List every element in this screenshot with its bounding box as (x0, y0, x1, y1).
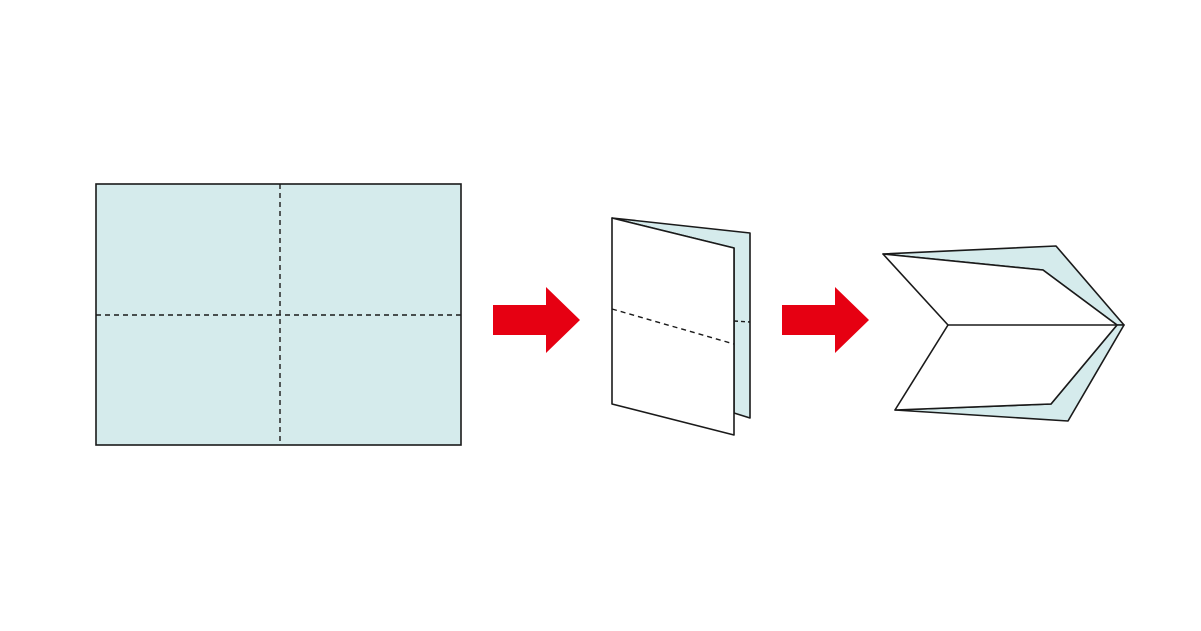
step-folded-open-v (882, 245, 1125, 422)
arrow-right-icon (493, 287, 580, 353)
back-fold-line (733, 320, 751, 323)
step-folded-in-half (611, 217, 751, 436)
step-flat-sheet (95, 183, 462, 446)
arrow-right-icon (782, 287, 869, 353)
front-fold-line (611, 308, 735, 345)
